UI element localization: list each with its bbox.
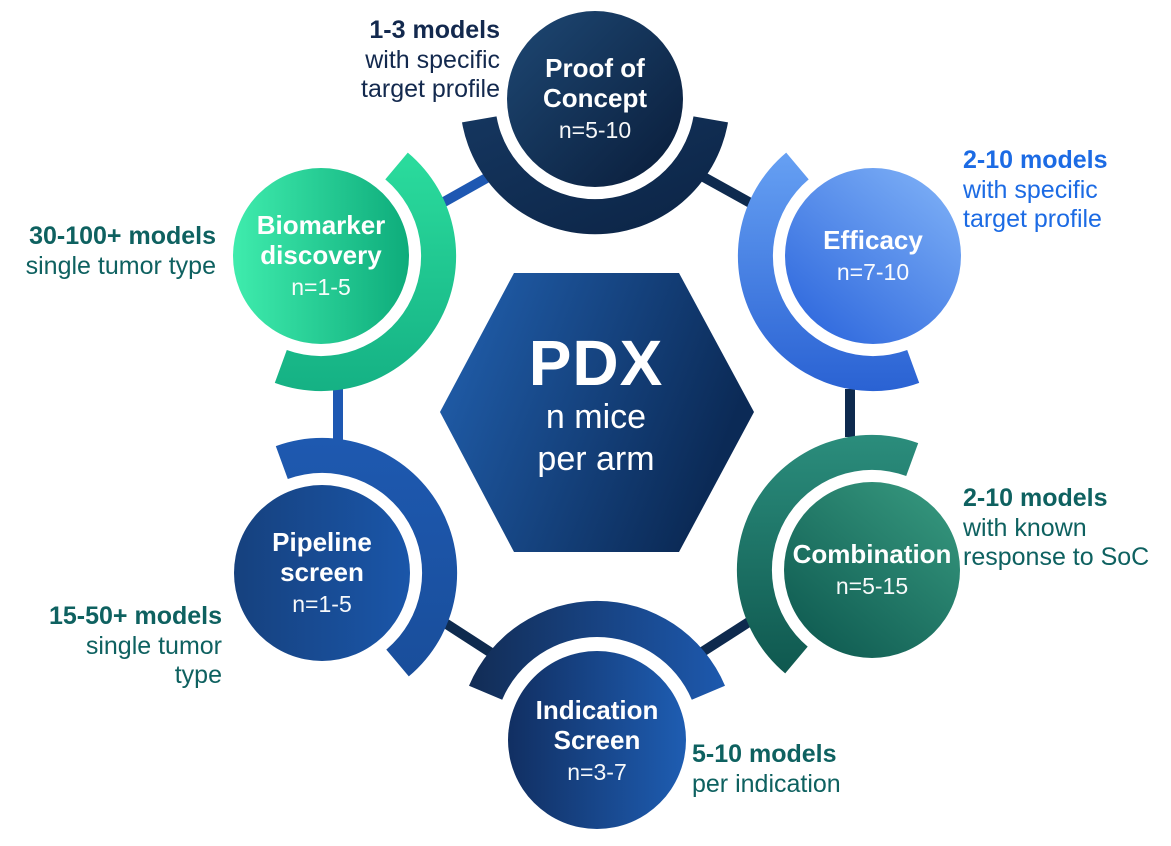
note-line: 2-10 models (963, 146, 1108, 174)
note-line: 15-50+ models (48, 602, 222, 630)
note-line: type (174, 661, 222, 689)
note-proof-of-concept: 1-3 models with specific target profile (240, 16, 500, 105)
note-line: target profile (361, 75, 500, 103)
note-line: single tumor (85, 631, 222, 660)
center-hexagon (440, 273, 754, 552)
connector-combination-indication (695, 617, 752, 660)
biomarker-discovery-arc (274, 152, 457, 392)
note-line: 2-10 models (963, 484, 1108, 512)
indication-screen-arc (469, 600, 725, 700)
efficacy-arc (737, 152, 920, 392)
combination-arc (736, 434, 919, 674)
efficacy-circle (785, 168, 961, 344)
note-line: with known (963, 513, 1087, 542)
biomarker-discovery-circle (233, 168, 409, 344)
note-line: 5-10 models (692, 740, 837, 768)
note-combination: 2-10 models with known response to SoC (963, 484, 1171, 573)
note-pipeline-screen: 15-50+ models single tumor type (28, 602, 222, 691)
note-indication-screen: 5-10 models per indication (692, 740, 922, 799)
pipeline-screen-circle (234, 485, 410, 661)
note-line: with specific (365, 45, 500, 74)
note-line: 1-3 models (369, 16, 500, 44)
note-line: per indication (692, 769, 841, 798)
proof-of-concept-arc (462, 116, 728, 235)
pipeline-screen-arc (275, 437, 458, 677)
center-subtitle-line1: n mice (545, 398, 647, 437)
connector-poc-efficacy (701, 172, 753, 208)
connector-biomarker-poc (441, 173, 490, 207)
combination-circle (784, 482, 960, 658)
center-title: PDX (528, 327, 664, 399)
note-line: target profile (963, 205, 1102, 233)
connector-indication-pipeline (443, 619, 497, 659)
note-line: single tumor type (25, 251, 216, 280)
note-line: with specific (963, 175, 1098, 204)
center-label: PDX n mice per arm (436, 327, 756, 480)
note-efficacy: 2-10 models with specific target profile (963, 146, 1171, 235)
indication-screen-circle (508, 651, 686, 829)
center-subtitle-line2: per arm (537, 439, 655, 478)
note-biomarker-discovery: 30-100+ models single tumor type (0, 222, 216, 281)
note-line: 30-100+ models (29, 222, 216, 250)
note-line: response to SoC (963, 543, 1150, 571)
proof-of-concept-circle (507, 11, 683, 187)
